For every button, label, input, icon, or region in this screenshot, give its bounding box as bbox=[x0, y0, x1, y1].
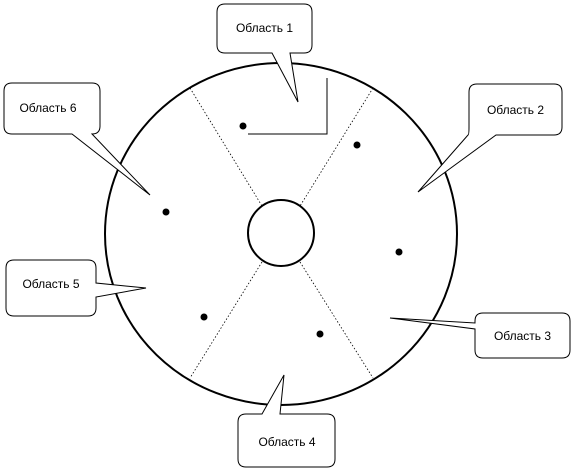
callout-label-1: Область 1 bbox=[236, 21, 293, 35]
callout-label-5: Область 5 bbox=[22, 277, 79, 291]
divider-lower-right bbox=[299, 261, 374, 379]
callout-bubble-5 bbox=[5, 259, 147, 317]
point-region-4 bbox=[316, 330, 324, 338]
point-region-2 bbox=[353, 141, 361, 149]
callout-bubble-1 bbox=[216, 3, 313, 103]
point-region-3 bbox=[395, 248, 403, 256]
region-points bbox=[162, 122, 403, 338]
point-region-5 bbox=[200, 313, 208, 321]
inner-circle bbox=[247, 199, 315, 267]
callout-region-4: Область 4 bbox=[237, 374, 336, 468]
callout-bubble-6 bbox=[3, 82, 151, 196]
callout-region-6: Область 6 bbox=[3, 82, 151, 196]
callout-region-1: Область 1 bbox=[216, 3, 328, 135]
callout-bubble-2 bbox=[417, 83, 563, 193]
point-region-1 bbox=[239, 122, 247, 130]
divider-upper-right bbox=[299, 87, 374, 207]
callout-label-6: Область 6 bbox=[19, 101, 76, 115]
callout-label-4: Область 4 bbox=[258, 435, 315, 449]
divider-lower-left bbox=[189, 261, 263, 379]
callout-label-3: Область 3 bbox=[494, 329, 551, 343]
callout-1-marker-bracket bbox=[248, 78, 328, 135]
callout-bubble-4 bbox=[237, 374, 336, 468]
callout-label-2: Область 2 bbox=[487, 103, 544, 117]
sector-dividers bbox=[189, 87, 374, 379]
divider-upper-left bbox=[189, 87, 263, 207]
point-region-6 bbox=[162, 208, 170, 216]
callout-region-2: Область 2 bbox=[417, 83, 563, 193]
callout-region-3: Область 3 bbox=[389, 312, 571, 359]
callout-bubble-3 bbox=[389, 312, 571, 359]
callout-region-5: Область 5 bbox=[5, 259, 147, 317]
